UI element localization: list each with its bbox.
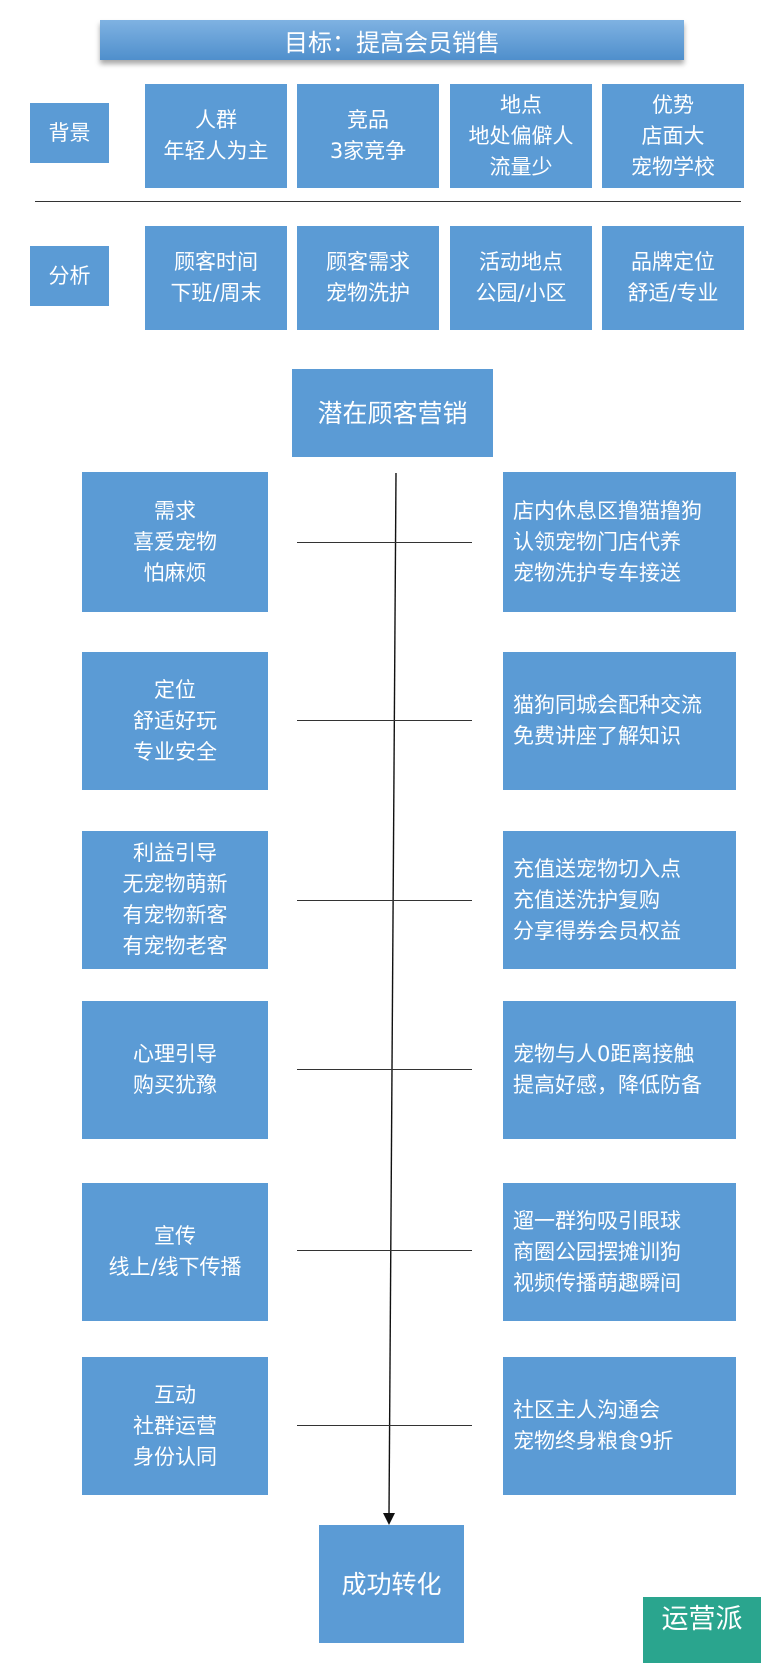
analysis-label: 分析 — [30, 246, 109, 306]
strategy-right-5: 遛一群狗吸引眼球 商圈公园摆摊训狗 视频传播萌趣瞬间 — [503, 1183, 736, 1321]
strategy-left-6: 互动 社群运营 身份认同 — [82, 1357, 268, 1495]
background-cell-audience: 人群 年轻人为主 — [145, 84, 287, 188]
cell-line: 舒适好玩 — [133, 708, 217, 733]
cell-line: 优势 — [652, 92, 694, 117]
cell-line: 宠物学校 — [631, 154, 715, 179]
end-node-text: 成功转化 — [341, 1569, 442, 1599]
cell-line: 社区主人沟通会 — [513, 1398, 660, 1422]
background-cell-location: 地点 地处偏僻人 流量少 — [450, 84, 592, 188]
cell-line: 充值送宠物切入点 — [513, 856, 681, 881]
cell-line: 有宠物新客 — [122, 903, 228, 927]
analysis-cell-venue: 活动地点 公园/小区 — [450, 226, 592, 330]
cell-line: 无宠物萌新 — [122, 872, 228, 896]
cell-line: 互动 — [154, 1382, 196, 1407]
cell-line: 充值送洗护复购 — [513, 887, 660, 912]
cell-line: 分享得券会员权益 — [513, 918, 681, 943]
connector-line-4 — [297, 1069, 472, 1070]
goal-title: 目标：提高会员销售 — [100, 20, 684, 60]
cell-line: 下班/周末 — [170, 281, 262, 305]
cell-line: 遛一群狗吸引眼球 — [513, 1208, 681, 1233]
cell-line: 活动地点 — [479, 250, 563, 274]
end-node: 成功转化 — [319, 1525, 464, 1643]
cell-line: 舒适/专业 — [627, 281, 719, 305]
cell-line: 3家竞争 — [329, 139, 407, 163]
cell-line: 流量少 — [489, 154, 553, 179]
cell-line: 店面大 — [641, 123, 705, 148]
cell-line: 提高好感，降低防备 — [513, 1073, 702, 1097]
strategy-right-4: 宠物与人0距离接触 提高好感，降低防备 — [503, 1001, 736, 1139]
strategy-left-3: 利益引导 无宠物萌新 有宠物新客 有宠物老客 — [82, 831, 268, 969]
cell-line: 宠物终身粮食9折 — [513, 1429, 674, 1453]
cell-line: 心理引导 — [133, 1042, 217, 1066]
connector-line-2 — [297, 720, 472, 721]
cell-line: 认领宠物门店代养 — [513, 529, 681, 554]
cell-line: 人群 — [195, 108, 237, 132]
cell-line: 免费讲座了解知识 — [513, 724, 681, 748]
cell-line: 地点 — [500, 92, 542, 117]
strategy-right-3: 充值送宠物切入点 充值送洗护复购 分享得券会员权益 — [503, 831, 736, 969]
background-cell-advantage: 优势 店面大 宠物学校 — [602, 84, 744, 188]
strategy-right-1: 店内休息区撸猫撸狗 认领宠物门店代养 宠物洗护专车接送 — [503, 472, 736, 612]
connector-line-6 — [297, 1425, 472, 1426]
cell-line: 定位 — [154, 677, 196, 702]
cell-line: 猫狗同城会配种交流 — [513, 693, 702, 717]
watermark-logo: 运营派 — [643, 1597, 761, 1663]
cell-line: 怕麻烦 — [143, 560, 207, 585]
cell-line: 视频传播萌趣瞬间 — [513, 1270, 681, 1295]
cell-line: 宣传 — [154, 1224, 196, 1248]
background-cell-competitors: 竞品 3家竞争 — [297, 84, 439, 188]
cell-line: 社群运营 — [133, 1413, 217, 1438]
cell-line: 购买犹豫 — [133, 1073, 217, 1097]
cell-line: 竞品 — [347, 108, 389, 132]
strategy-right-6: 社区主人沟通会 宠物终身粮食9折 — [503, 1357, 736, 1495]
background-label-text: 背景 — [48, 120, 91, 145]
cell-line: 公园/小区 — [475, 281, 567, 305]
cell-line: 有宠物老客 — [122, 934, 228, 958]
analysis-cell-needs: 顾客需求 宠物洗护 — [297, 226, 439, 330]
connector-line-3 — [297, 900, 472, 901]
cell-line: 身份认同 — [133, 1444, 217, 1469]
analysis-cell-time: 顾客时间 下班/周末 — [145, 226, 287, 330]
cell-line: 年轻人为主 — [163, 139, 269, 163]
cell-line: 专业安全 — [133, 739, 217, 764]
watermark-text: 运营派 — [661, 1604, 743, 1635]
strategy-left-2: 定位 舒适好玩 专业安全 — [82, 652, 268, 790]
cell-line: 店内休息区撸猫撸狗 — [513, 498, 702, 523]
start-node-text: 潜在顾客营销 — [317, 398, 468, 428]
cell-line: 宠物洗护 — [326, 281, 410, 305]
strategy-right-2: 猫狗同城会配种交流 免费讲座了解知识 — [503, 652, 736, 790]
cell-line: 商圈公园摆摊训狗 — [513, 1239, 681, 1264]
strategy-left-5: 宣传 线上/线下传播 — [82, 1183, 268, 1321]
cell-line: 喜爱宠物 — [133, 529, 217, 554]
connector-line-1 — [297, 542, 472, 543]
background-label: 背景 — [30, 103, 109, 163]
cell-line: 地处偏僻人 — [468, 123, 574, 148]
cell-line: 宠物洗护专车接送 — [513, 560, 681, 585]
start-node: 潜在顾客营销 — [292, 369, 493, 457]
cell-line: 利益引导 — [133, 841, 217, 865]
strategy-left-1: 需求 喜爱宠物 怕麻烦 — [82, 472, 268, 612]
cell-line: 需求 — [154, 498, 196, 523]
cell-line: 品牌定位 — [631, 250, 715, 274]
cell-line: 顾客需求 — [326, 250, 410, 274]
cell-line: 顾客时间 — [174, 250, 258, 274]
strategy-left-4: 心理引导 购买犹豫 — [82, 1001, 268, 1139]
analysis-label-text: 分析 — [48, 263, 91, 288]
cell-line: 宠物与人0距离接触 — [513, 1042, 695, 1066]
analysis-cell-brand: 品牌定位 舒适/专业 — [602, 226, 744, 330]
section-divider — [35, 201, 741, 202]
cell-line: 线上/线下传播 — [108, 1255, 242, 1279]
connector-line-5 — [297, 1250, 472, 1251]
